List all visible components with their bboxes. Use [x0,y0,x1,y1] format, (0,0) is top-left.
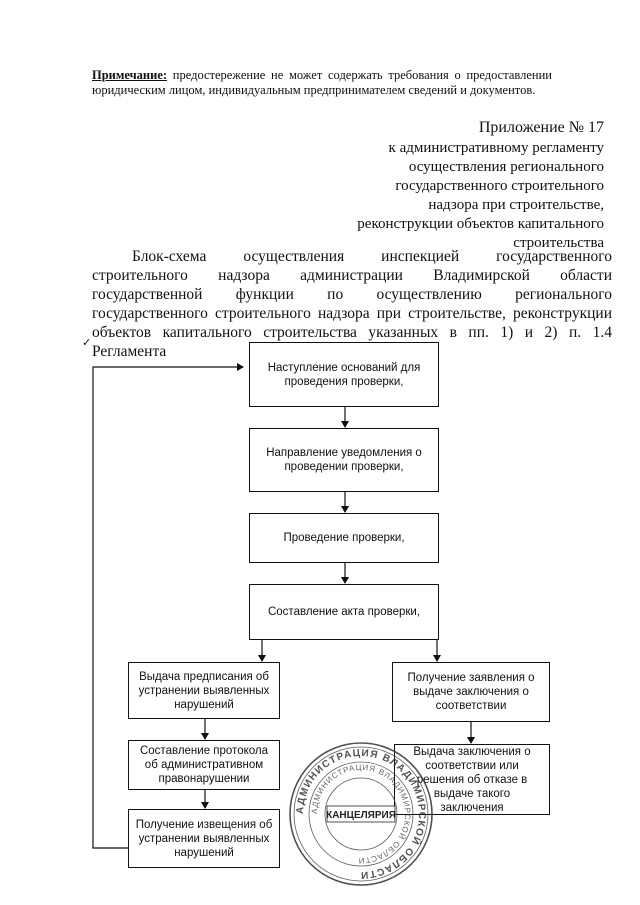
appendix-line: осуществления регионального [408,159,604,175]
flow-left-protocol: Составление протокола об административно… [128,740,280,790]
appendix-line: надзора при строительстве, [428,197,604,213]
seal-center-text: КАНЦЕЛЯРИЯ [326,810,396,821]
appendix-block: Приложение № 17 к административному регл… [264,118,604,253]
appendix-line: государственного строительного [395,178,604,194]
appendix-line: реконструкции объектов капитального [357,216,604,232]
flowchart-heading: Блок-схема осуществления инспекцией госу… [92,248,612,360]
flow-right-application: Получение заявления о выдаче заключения … [392,662,550,722]
note-text: предостережение не может содержать требо… [92,68,552,97]
seal-graphic: АДМИНИСТРАЦИЯ ВЛАДИМИРСКОЙ ОБЛАСТИ АДМИН… [289,742,433,886]
flow-left-notice: Получение извещения об устранении выявле… [128,809,280,868]
official-seal: АДМИНИСТРАЦИЯ ВЛАДИМИРСКОЙ ОБЛАСТИ АДМИН… [286,739,436,889]
pen-mark: ✓ [82,337,92,349]
appendix-number: Приложение № 17 [478,119,604,136]
appendix-line: к административному регламенту [388,140,604,156]
flow-right-conclusion: Выдача заключения о соответствии или реш… [394,744,550,815]
flow-step-grounds: Наступление оснований для проведения про… [249,342,439,407]
arrow-feedback-loop [92,363,244,849]
note-label: Примечание: [92,68,168,82]
flow-left-prescription: Выдача предписания об устранении выявлен… [128,662,280,719]
flow-step-act: Составление акта проверки, [249,584,439,640]
flow-step-notification: Направление уведомления о проведении про… [249,428,439,492]
note-paragraph: Примечание: предостережение не может сод… [92,68,552,98]
appendix-line: строительства [513,235,604,251]
flow-step-inspection: Проведение проверки, [249,513,439,563]
